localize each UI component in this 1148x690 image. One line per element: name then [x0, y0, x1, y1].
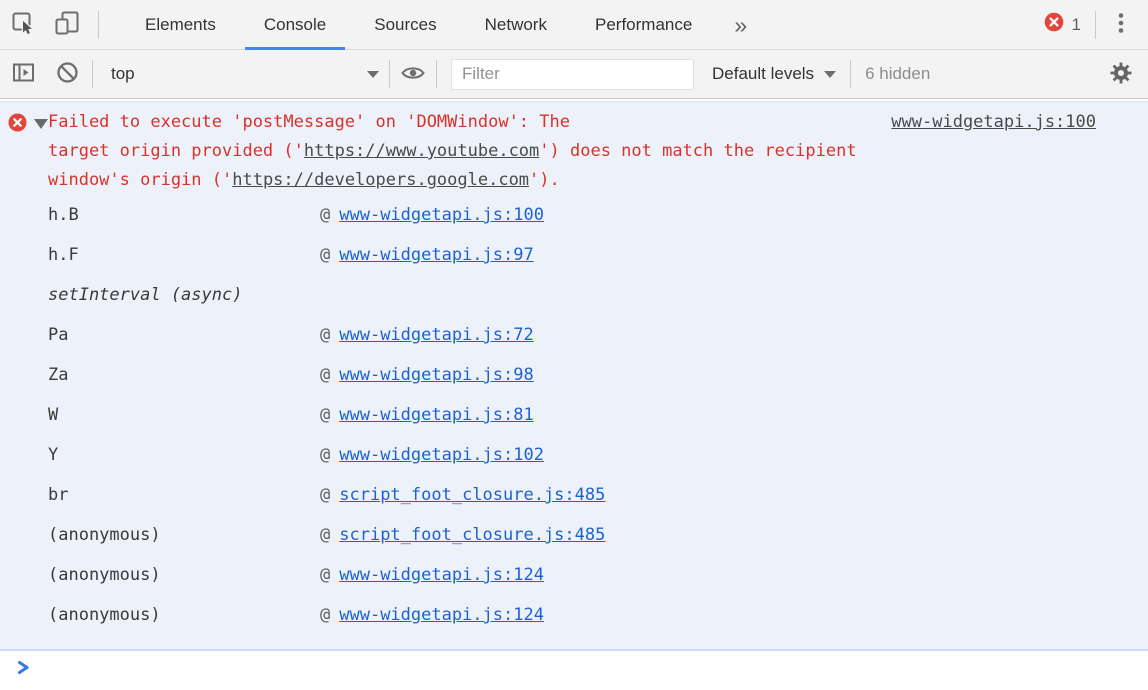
- error-badge-icon: [1044, 12, 1064, 37]
- stack-frame-row: setInterval (async): [0, 275, 1148, 315]
- error-line-3: window's origin ('https://developers.goo…: [48, 170, 560, 190]
- hidden-messages-label: 6 hidden: [865, 64, 931, 83]
- stack-frame-row: Za @www-widgetapi.js:98: [0, 355, 1148, 395]
- panel-tab-bar: Elements Console Sources Network Performance…: [0, 0, 1148, 50]
- more-tabs-button[interactable]: »: [716, 2, 765, 48]
- stack-location: @www-widgetapi.js:100: [320, 205, 544, 225]
- inspect-element-button[interactable]: [6, 8, 40, 42]
- prompt-chevron-icon: [17, 660, 30, 680]
- error-message-text: www-widgetapi.js:100 Failed to execute '…: [0, 108, 1148, 195]
- error-line-1: Failed to execute 'postMessage' on 'DOMW…: [48, 112, 570, 132]
- stack-source-link[interactable]: www-widgetapi.js:81: [339, 405, 534, 425]
- toolbar-divider: [1095, 10, 1096, 39]
- stack-function-name: br: [48, 485, 69, 505]
- toolbar-divider: [98, 10, 99, 39]
- tab-performance[interactable]: Performance: [594, 14, 693, 34]
- stack-frame-row: h.F @www-widgetapi.js:97: [0, 235, 1148, 275]
- stack-source-link[interactable]: www-widgetapi.js:98: [339, 365, 534, 385]
- stack-frame-row: (anonymous) @www-widgetapi.js:124: [0, 595, 1148, 635]
- stack-trace: h.B @www-widgetapi.js:100 h.F @www-widge…: [0, 195, 1148, 635]
- toggle-device-toolbar-button[interactable]: [50, 8, 84, 42]
- stack-frame-row: W @www-widgetapi.js:81: [0, 395, 1148, 435]
- toolbar-divider: [850, 60, 852, 88]
- panel-tabs: Elements Console Sources Network Performance: [121, 0, 716, 50]
- toolbar-divider: [92, 60, 93, 88]
- stack-function-name: Za: [48, 365, 69, 385]
- stack-location: @www-widgetapi.js:124: [320, 565, 544, 585]
- toolbar-divider: [436, 60, 437, 88]
- error-counter[interactable]: 1: [1044, 12, 1081, 37]
- tab-sources[interactable]: Sources: [374, 14, 437, 34]
- clear-console-icon: [56, 61, 79, 87]
- stack-location: @www-widgetapi.js:72: [320, 325, 534, 345]
- stack-location: @script_foot_closure.js:485: [320, 485, 606, 505]
- error-count-label: 1: [1071, 14, 1081, 34]
- tab-network[interactable]: Network: [484, 14, 547, 34]
- chevron-down-icon: [824, 70, 837, 78]
- stack-function-name: Y: [48, 445, 59, 465]
- google-url-link[interactable]: https://developers.google.com: [232, 170, 530, 190]
- stack-frame-row: (anonymous) @www-widgetapi.js:124: [0, 555, 1148, 595]
- stack-frame-row: Y @www-widgetapi.js:102: [0, 435, 1148, 475]
- gear-icon: [1109, 61, 1133, 88]
- live-expression-button[interactable]: [396, 57, 430, 91]
- console-error-message[interactable]: www-widgetapi.js:100 Failed to execute '…: [0, 101, 1148, 651]
- console-prompt[interactable]: [0, 651, 1148, 689]
- stack-source-link[interactable]: script_foot_closure.js:485: [339, 485, 606, 505]
- inspect-cursor-icon: [11, 11, 35, 38]
- stack-source-link[interactable]: www-widgetapi.js:97: [339, 245, 534, 265]
- stack-function-name: h.F: [48, 245, 79, 265]
- stack-function-name: Pa: [48, 325, 69, 345]
- stack-source-link[interactable]: www-widgetapi.js:124: [339, 565, 544, 585]
- error-source-link[interactable]: www-widgetapi.js:100: [891, 112, 1096, 132]
- three-dot-menu-icon: [1118, 12, 1124, 37]
- console-toolbar: top Default levels 6 hidden: [0, 50, 1148, 99]
- stack-function-name: (anonymous): [48, 605, 161, 625]
- collapse-triangle-icon[interactable]: [34, 119, 48, 129]
- stack-function-name: setInterval (async): [48, 285, 243, 305]
- device-toolbar-icon: [54, 10, 80, 39]
- error-icon: [8, 113, 27, 132]
- stack-frame-row: h.B @www-widgetapi.js:100: [0, 195, 1148, 235]
- stack-frame-row: (anonymous) @script_foot_closure.js:485: [0, 515, 1148, 555]
- devtools-menu-button[interactable]: [1104, 8, 1138, 42]
- console-sidebar-icon: [12, 61, 35, 87]
- stack-function-name: h.B: [48, 205, 79, 225]
- stack-location: @www-widgetapi.js:124: [320, 605, 544, 625]
- console-settings-button[interactable]: [1104, 57, 1138, 91]
- context-label: top: [111, 64, 135, 83]
- tab-elements[interactable]: Elements: [145, 14, 216, 34]
- stack-source-link[interactable]: www-widgetapi.js:100: [339, 205, 544, 225]
- console-messages: www-widgetapi.js:100 Failed to execute '…: [0, 101, 1148, 690]
- youtube-url-link[interactable]: https://www.youtube.com: [303, 141, 540, 161]
- filter-input[interactable]: [451, 58, 694, 90]
- stack-source-link[interactable]: www-widgetapi.js:124: [339, 605, 544, 625]
- stack-function-name: (anonymous): [48, 525, 161, 545]
- eye-icon: [400, 64, 426, 85]
- chevron-down-icon: [367, 70, 379, 78]
- stack-location: @script_foot_closure.js:485: [320, 525, 606, 545]
- levels-label: Default levels: [712, 64, 815, 83]
- stack-frame-row: Pa @www-widgetapi.js:72: [0, 315, 1148, 355]
- toolbar-divider: [389, 60, 390, 88]
- show-console-sidebar-button[interactable]: [6, 57, 40, 91]
- stack-location: @www-widgetapi.js:97: [320, 245, 534, 265]
- stack-source-link[interactable]: script_foot_closure.js:485: [339, 525, 606, 545]
- stack-frame-row: br @script_foot_closure.js:485: [0, 475, 1148, 515]
- stack-location: @www-widgetapi.js:81: [320, 405, 534, 425]
- error-line-2: target origin provided ('https://www.you…: [48, 141, 857, 161]
- log-levels-selector[interactable]: Default levels: [712, 64, 837, 84]
- stack-source-link[interactable]: www-widgetapi.js:72: [339, 325, 534, 345]
- stack-location: @www-widgetapi.js:102: [320, 445, 544, 465]
- stack-location: @www-widgetapi.js:98: [320, 365, 534, 385]
- clear-console-button[interactable]: [50, 57, 84, 91]
- stack-function-name: W: [48, 405, 59, 425]
- tab-console[interactable]: Console: [240, 0, 350, 50]
- stack-source-link[interactable]: www-widgetapi.js:102: [339, 445, 544, 465]
- stack-function-name: (anonymous): [48, 565, 161, 585]
- javascript-context-selector[interactable]: top: [93, 64, 389, 84]
